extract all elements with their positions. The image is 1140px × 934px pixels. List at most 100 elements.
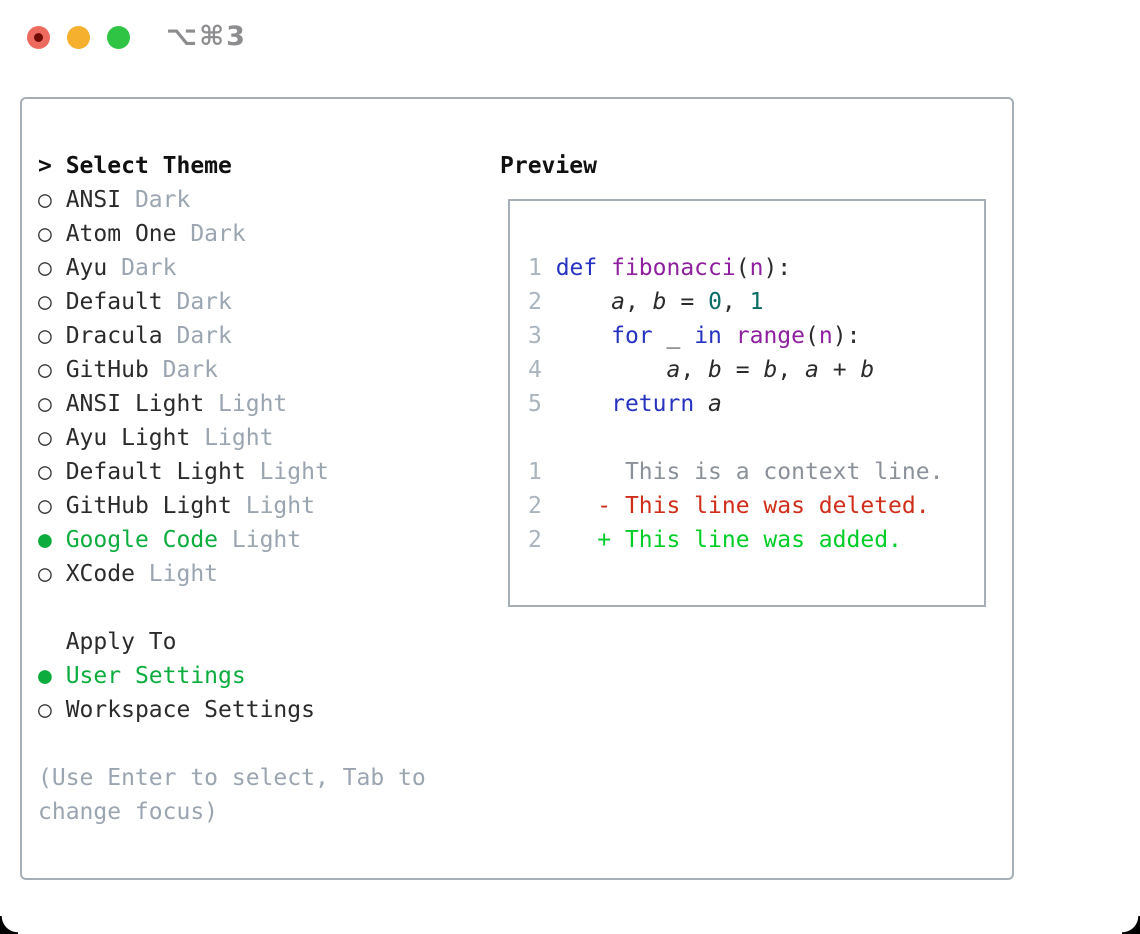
theme-name: Ayu	[65, 255, 122, 281]
theme-name: GitHub	[65, 357, 163, 383]
code-token	[556, 357, 667, 383]
preview-header: Preview	[500, 149, 597, 183]
preview-line	[528, 421, 984, 455]
apply-to-indent	[38, 629, 66, 655]
theme-option-default[interactable]: ○ Default Dark	[38, 285, 478, 319]
theme-name: Default	[65, 289, 177, 315]
code-token	[722, 323, 736, 349]
code-token: return	[611, 391, 695, 417]
apply-to-options: ● User Settings○ Workspace Settings	[38, 659, 478, 727]
code-token: ,	[721, 289, 750, 315]
code-token: ,	[777, 357, 806, 383]
apply-option-label: Workspace Settings	[65, 697, 315, 723]
theme-name: Default Light	[65, 459, 260, 485]
theme-option-github-light[interactable]: ○ GitHub Light Light	[38, 489, 478, 523]
code-token: range	[735, 323, 805, 349]
radio-unselected-icon: ○	[38, 221, 66, 247]
preview-line: 2 + This line was added.	[528, 523, 984, 557]
theme-option-ansi-light[interactable]: ○ ANSI Light Light	[38, 387, 478, 421]
theme-option-default-light[interactable]: ○ Default Light Light	[38, 455, 478, 489]
theme-list: ○ ANSI Dark○ Atom One Dark○ Ayu Dark○ De…	[38, 183, 478, 591]
line-number: 2	[528, 527, 542, 553]
radio-unselected-icon: ○	[38, 357, 66, 383]
theme-name: ANSI	[65, 187, 135, 213]
apply-option-workspace-settings[interactable]: ○ Workspace Settings	[38, 693, 478, 727]
radio-unselected-icon: ○	[38, 697, 66, 723]
theme-name: Dracula	[65, 323, 177, 349]
code-token: This is a context line.	[541, 459, 944, 485]
select-theme-header-label: Select Theme	[65, 153, 232, 179]
theme-variant-badge: Light	[245, 493, 315, 519]
theme-option-ayu[interactable]: ○ Ayu Dark	[38, 251, 478, 285]
code-token: 0	[708, 289, 722, 315]
theme-variant-badge: Light	[204, 425, 274, 451]
code-token: _	[652, 323, 695, 349]
radio-selected-icon: ●	[38, 663, 66, 689]
code-token: n	[818, 323, 833, 349]
apply-to-header: Apply To	[38, 625, 478, 659]
radio-unselected-icon: ○	[38, 561, 66, 587]
code-token: =	[666, 289, 709, 315]
theme-name: Ayu Light	[65, 425, 205, 451]
theme-variant-badge: Dark	[176, 289, 232, 315]
close-button[interactable]	[27, 26, 50, 49]
theme-option-dracula[interactable]: ○ Dracula Dark	[38, 319, 478, 353]
spacer	[38, 727, 478, 761]
code-token: n	[749, 255, 764, 281]
theme-option-ansi[interactable]: ○ ANSI Dark	[38, 183, 478, 217]
theme-option-atom-one[interactable]: ○ Atom One Dark	[38, 217, 478, 251]
theme-selector-column: > Select Theme ○ ANSI Dark○ Atom One Dar…	[38, 149, 478, 829]
apply-to-header-label: Apply To	[65, 629, 177, 655]
line-number: 4	[528, 357, 556, 383]
zoom-button[interactable]	[107, 26, 130, 49]
code-token	[542, 493, 597, 519]
code-token: ):	[832, 323, 861, 349]
code-token: ):	[763, 255, 792, 281]
code-token: b	[763, 357, 778, 383]
preview-line: 5 return a	[528, 387, 984, 421]
preview-line: 1 This is a context line.	[528, 455, 984, 489]
code-token: =	[721, 357, 764, 383]
code-token: def	[555, 255, 612, 281]
code-token	[556, 323, 611, 349]
code-token	[694, 391, 708, 417]
theme-name: Google Code	[65, 527, 232, 553]
code-token	[542, 527, 597, 553]
preview-line: 2 a, b = 0, 1	[528, 285, 984, 319]
window-title: ⌥⌘3	[166, 21, 247, 52]
theme-option-xcode[interactable]: ○ XCode Light	[38, 557, 478, 591]
theme-picker-panel: > Select Theme ○ ANSI Dark○ Atom One Dar…	[20, 97, 1014, 880]
theme-option-ayu-light[interactable]: ○ Ayu Light Light	[38, 421, 478, 455]
theme-option-google-code[interactable]: ● Google Code Light	[38, 523, 478, 557]
code-token: a	[708, 391, 722, 417]
window-corner-bottom-right	[1122, 916, 1140, 934]
preview-line: 2 - This line was deleted.	[528, 489, 984, 523]
code-token: b	[708, 357, 722, 383]
help-text: (Use Enter to select, Tab to change focu…	[38, 765, 440, 825]
theme-option-github[interactable]: ○ GitHub Dark	[38, 353, 478, 387]
code-token: b	[652, 289, 667, 315]
theme-variant-badge: Light	[218, 391, 288, 417]
radio-selected-icon: ●	[38, 527, 66, 553]
preview-header-label: Preview	[500, 153, 597, 179]
line-number: 2	[528, 493, 542, 519]
select-theme-header: > Select Theme	[38, 149, 478, 183]
window-titlebar: ⌥⌘3	[0, 0, 1140, 75]
code-token	[556, 289, 611, 315]
theme-variant-badge: Light	[148, 561, 219, 587]
code-token: 1	[749, 289, 764, 315]
apply-option-user-settings[interactable]: ● User Settings	[38, 659, 478, 693]
theme-name: ANSI Light	[65, 391, 219, 417]
preview-line: 1 def fibonacci(n):	[528, 251, 984, 285]
radio-unselected-icon: ○	[38, 289, 66, 315]
radio-unselected-icon: ○	[38, 187, 66, 213]
minimize-button[interactable]	[67, 26, 90, 49]
theme-variant-badge: Dark	[190, 221, 246, 247]
code-token: ,	[624, 289, 653, 315]
radio-unselected-icon: ○	[38, 425, 66, 451]
theme-name: GitHub Light	[65, 493, 246, 519]
code-token: in	[694, 323, 722, 349]
prompt-cursor-icon: >	[38, 153, 66, 179]
